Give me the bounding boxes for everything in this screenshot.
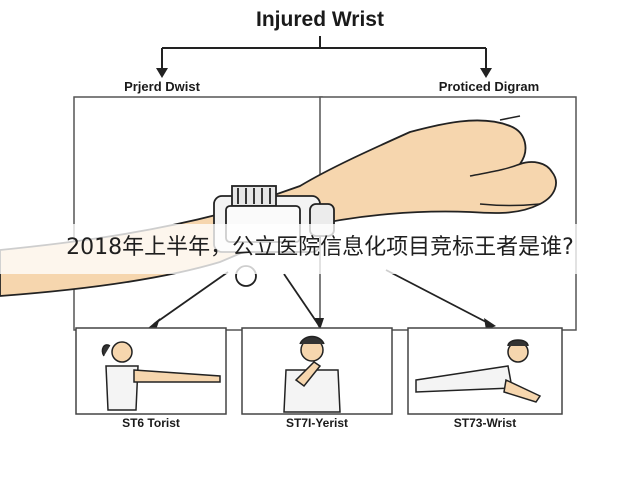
pose-arrows (153, 269, 491, 325)
pose-figure-1 (101, 341, 221, 411)
question-text: 2018年上半年，公立医院信息化项目竞标王者是谁? (66, 235, 574, 260)
pose-arrow-head-1 (148, 318, 160, 330)
diagram-title: Injured Wrist (256, 8, 384, 31)
pose-arrow-head-2 (314, 318, 324, 330)
title-connector (161, 36, 487, 70)
left-panel-label: Prjerd Dwist (124, 79, 200, 94)
pose-caption-2: ST7I-Yerist (285, 416, 349, 430)
pose-arrow-head-3 (484, 318, 496, 330)
finger-lines (469, 115, 541, 207)
pose-caption-3: ST73-Wrist (453, 416, 517, 430)
pose-figure-2 (283, 335, 341, 413)
arrow-head-right (480, 68, 492, 78)
pose-figure-3 (415, 339, 542, 403)
arrow-head-left (156, 68, 168, 78)
pose-caption-1: ST6 Torist (122, 416, 180, 430)
right-panel-label: Proticed Digram (438, 79, 540, 94)
question-banner (0, 224, 640, 274)
